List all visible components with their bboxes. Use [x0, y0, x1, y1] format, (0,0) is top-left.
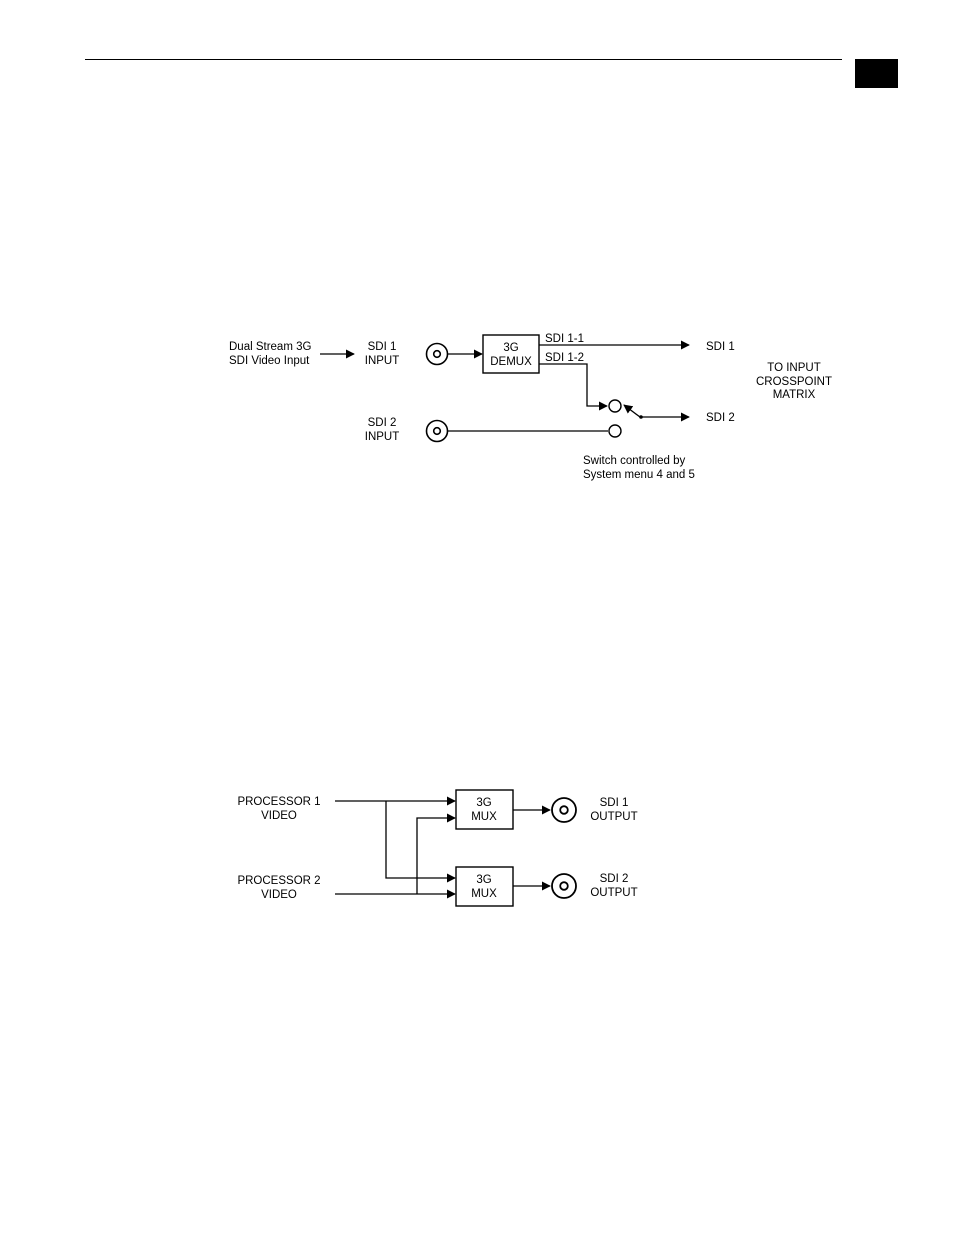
source-label-line1: Dual Stream 3G — [229, 341, 312, 353]
mux1-block — [456, 790, 513, 829]
destination-label-line1: TO INPUT — [767, 362, 820, 374]
demux-input-diagram: Dual Stream 3G SDI Video Input SDI 1 INP… — [229, 333, 832, 481]
processor1-to-mux2-arrow — [386, 801, 455, 878]
sdi1-output-label-line2: OUTPUT — [590, 811, 637, 823]
sdi1-output-label-line1: SDI 1 — [600, 797, 629, 809]
stream1-label: SDI 1-1 — [545, 333, 584, 345]
mux2-label-line1: 3G — [476, 874, 491, 886]
sdi2-input-label-line2: INPUT — [365, 431, 400, 443]
switch-note-line2: System menu 4 and 5 — [583, 469, 695, 481]
mux1-label-line1: 3G — [476, 797, 491, 809]
stream2-label: SDI 1-2 — [545, 352, 584, 364]
sdi2-output-label-line2: OUTPUT — [590, 887, 637, 899]
processor1-label-line2: VIDEO — [261, 810, 297, 822]
mux2-block — [456, 867, 513, 906]
switch-note-line1: Switch controlled by — [583, 455, 686, 467]
sdi2-input-label-line1: SDI 2 — [368, 417, 397, 429]
output1-label: SDI 1 — [706, 341, 735, 353]
processor2-label-line2: VIDEO — [261, 889, 297, 901]
sdi1-input-bnc-connector-icon — [427, 344, 448, 365]
processor2-label-line1: PROCESSOR 2 — [237, 875, 320, 887]
mux2-label-line2: MUX — [471, 888, 497, 900]
sdi2-output-label-line1: SDI 2 — [600, 873, 629, 885]
demux-label-line1: 3G — [503, 342, 518, 354]
source-label-line2: SDI Video Input — [229, 355, 310, 367]
sdi1-output-bnc-connector-icon — [552, 798, 576, 822]
sdi1-input-label-line2: INPUT — [365, 355, 400, 367]
mux1-label-line2: MUX — [471, 811, 497, 823]
selector-switch-icon — [609, 400, 643, 437]
destination-label-line3: MATRIX — [773, 389, 816, 401]
processor1-label-line1: PROCESSOR 1 — [237, 796, 320, 808]
output2-label: SDI 2 — [706, 412, 735, 424]
processor2-to-mux1-arrow — [417, 818, 455, 894]
mux-output-diagram: PROCESSOR 1 VIDEO PROCESSOR 2 VIDEO 3G M… — [237, 790, 637, 906]
stream2-path — [539, 364, 607, 406]
destination-label-line2: CROSSPOINT — [756, 376, 832, 388]
sdi1-input-label-line1: SDI 1 — [368, 341, 397, 353]
sdi2-input-bnc-connector-icon — [427, 421, 448, 442]
sdi2-output-bnc-connector-icon — [552, 874, 576, 898]
demux-label-line2: DEMUX — [490, 356, 532, 368]
